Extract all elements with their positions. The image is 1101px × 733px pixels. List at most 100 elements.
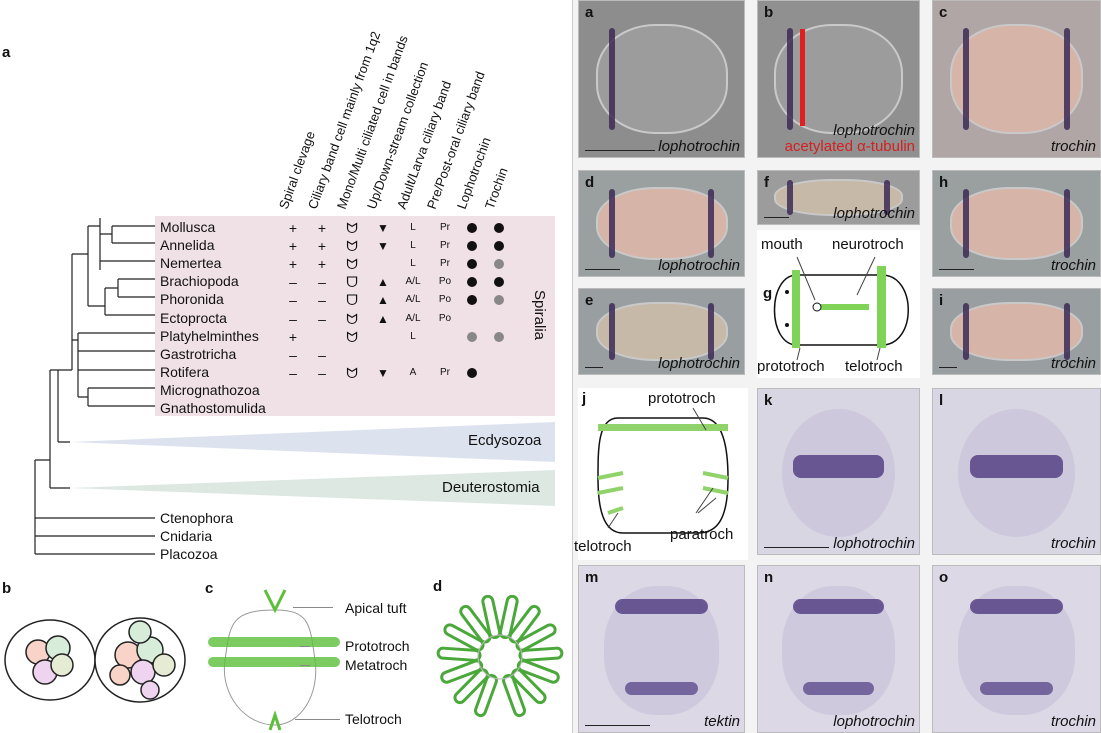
trait-value: Po bbox=[438, 294, 452, 306]
taxon-mollusca: Mollusca bbox=[160, 219, 216, 235]
photo-label: k bbox=[764, 392, 773, 409]
trait-value: Pr bbox=[440, 366, 450, 378]
tentacle bbox=[518, 646, 564, 662]
tentacle bbox=[498, 595, 519, 640]
taxon-phoronida: Phoronida bbox=[160, 291, 224, 308]
telotroch-label-g: telotroch bbox=[845, 358, 903, 375]
photo-panel-c: c trochin bbox=[932, 0, 1101, 158]
mono-ciliated-cell-icon: ᗜ bbox=[346, 292, 358, 309]
trait-value: – bbox=[318, 310, 326, 327]
taxon-brachiopoda: Brachiopoda bbox=[160, 273, 239, 290]
tentacle bbox=[474, 673, 498, 718]
black-dot-icon bbox=[467, 277, 477, 288]
ecdysozoa-label: Ecdysozoa bbox=[468, 432, 542, 449]
taxon-platyhelminthes: Platyhelminthes bbox=[160, 327, 259, 344]
multi-ciliated-cell-icon: ᗢ bbox=[346, 238, 358, 255]
gene-caption: lophotrochin bbox=[658, 257, 740, 274]
triangle-up-icon: ▲ bbox=[377, 311, 389, 326]
photo-label: c bbox=[939, 4, 948, 21]
tentacle bbox=[511, 668, 547, 705]
multi-ciliated-cell-icon: ᗢ bbox=[346, 328, 358, 345]
trait-value: – bbox=[289, 346, 297, 363]
taxon-gnathostomulida: Gnathostomulida bbox=[160, 400, 266, 416]
mono-ciliated-cell-icon: ᗜ bbox=[346, 274, 358, 291]
tentacle bbox=[443, 623, 485, 652]
panel-g: g mouth neurotroch prototroch telotroch bbox=[757, 230, 920, 378]
triangle-down-icon: ▼ bbox=[377, 365, 389, 380]
black-dot-icon bbox=[467, 223, 477, 233]
photo-label: e bbox=[585, 292, 594, 309]
gene-caption: lophotrochin bbox=[833, 205, 915, 222]
black-dot-icon bbox=[494, 277, 504, 288]
gene-caption: trochin bbox=[1050, 138, 1096, 155]
trait-value: + bbox=[317, 220, 327, 236]
panel-j: j prototroch paratroch telotroch bbox=[574, 388, 748, 560]
trait-value: L bbox=[410, 258, 416, 270]
trochophore-diagram bbox=[208, 589, 340, 731]
photo-label: o bbox=[939, 569, 949, 586]
photo-panel-f: f lophotrochin bbox=[757, 170, 920, 225]
panel-d-label: d bbox=[433, 578, 443, 595]
photo-label: i bbox=[939, 292, 944, 309]
trait-value: Pr bbox=[440, 240, 450, 252]
telotroch-label: Telotroch bbox=[345, 711, 402, 727]
taxon-ectoprocta: Ectoprocta bbox=[160, 309, 227, 326]
scale-bar bbox=[585, 725, 650, 726]
lophophore-diagram bbox=[436, 595, 564, 718]
tentacle bbox=[440, 659, 484, 684]
multi-ciliated-cell-icon: ᗢ bbox=[346, 220, 358, 236]
gene-caption: lophotrochin bbox=[833, 122, 915, 139]
black-dot-icon bbox=[467, 259, 477, 270]
black-dot-icon bbox=[467, 367, 477, 378]
phylogenetic-tree bbox=[34, 218, 555, 555]
scale-bar bbox=[585, 367, 603, 368]
triangle-up-icon: ▲ bbox=[377, 293, 389, 308]
triangle-down-icon: ▼ bbox=[377, 239, 389, 254]
deuterostomia-label: Deuterostomia bbox=[442, 479, 540, 496]
panel-a-label: a bbox=[2, 44, 11, 61]
scale-bar bbox=[939, 269, 974, 270]
multi-ciliated-cell-icon: ᗢ bbox=[346, 310, 358, 327]
panel-b-label: b bbox=[2, 580, 12, 597]
deuterostomia-wedge bbox=[70, 470, 555, 506]
tentacle bbox=[481, 595, 502, 640]
spiral-cleavage-diagram bbox=[4, 617, 186, 703]
gene-caption: trochin bbox=[1050, 257, 1096, 274]
spiralia-box bbox=[155, 216, 555, 416]
tentacle bbox=[459, 604, 492, 644]
gene-caption: lophotrochin bbox=[658, 355, 740, 372]
taxon-ctenophora: Ctenophora bbox=[160, 510, 234, 526]
prototroch-label-g: prototroch bbox=[757, 358, 825, 375]
tentacle bbox=[515, 623, 557, 652]
trait-value: – bbox=[289, 310, 297, 327]
photo-label: f bbox=[764, 174, 769, 191]
multi-ciliated-cell-icon: ᗢ bbox=[346, 256, 358, 273]
trait-value: Po bbox=[438, 276, 452, 288]
trait-value: + bbox=[317, 256, 327, 273]
trait-value: + bbox=[317, 238, 327, 255]
grey-dot-icon bbox=[494, 259, 504, 270]
photo-panel-e: e lophotrochin bbox=[578, 288, 745, 375]
photo-label: h bbox=[939, 174, 949, 191]
taxon-rotifera: Rotifera bbox=[160, 363, 210, 380]
prototroch-label: Prototroch bbox=[345, 638, 410, 654]
trait-value: + bbox=[288, 256, 298, 273]
scale-bar bbox=[764, 547, 829, 548]
photo-label: a bbox=[585, 4, 594, 21]
trait-value: A bbox=[409, 366, 417, 378]
trait-value: – bbox=[318, 364, 326, 381]
triangle-up-icon: ▲ bbox=[377, 275, 389, 290]
trait-value: Po bbox=[438, 312, 452, 324]
multi-ciliated-cell-icon: ᗢ bbox=[346, 364, 358, 381]
neurotroch-label: neurotroch bbox=[832, 236, 904, 253]
black-dot-icon bbox=[467, 295, 477, 306]
trait-value: – bbox=[289, 274, 297, 291]
tentacle bbox=[502, 673, 526, 718]
